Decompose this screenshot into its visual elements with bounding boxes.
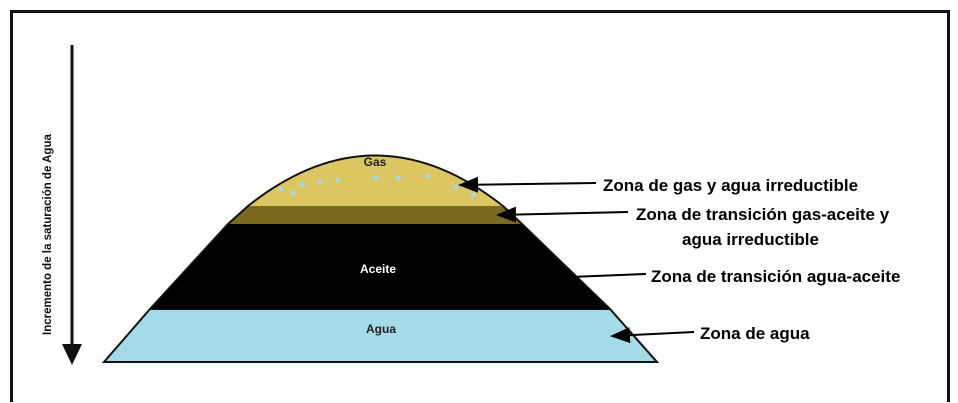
water-bubbles [278, 173, 476, 198]
water-oil-transition-line [569, 273, 647, 278]
gas-label: Gas [364, 155, 387, 169]
gas-oil-transition-text-1: Zona de transición gas-aceite y [636, 205, 890, 224]
oil-label: Aceite [360, 262, 396, 276]
gas-oil-transition-layer [228, 206, 522, 224]
water-oil-transition-text: Zona de transición agua-aceite [651, 267, 900, 286]
water-zone-text: Zona de agua [700, 324, 810, 343]
axis-label: Incremento de la saturación de Agua [42, 134, 54, 335]
water-zone-arrow [610, 327, 695, 344]
oil-layer [150, 224, 610, 309]
diagram-frame [10, 10, 950, 402]
gas-zone-text: Zona de gas y agua irreductible [603, 176, 858, 195]
water-label: Agua [366, 322, 396, 336]
gas-zone-arrow [458, 176, 597, 193]
gas-oil-transition-text-2: agua irreductible [682, 230, 819, 249]
saturation-arrow-head [62, 344, 82, 365]
dome-outline [149, 154, 611, 310]
gas-oil-transition-arrow [496, 206, 629, 223]
